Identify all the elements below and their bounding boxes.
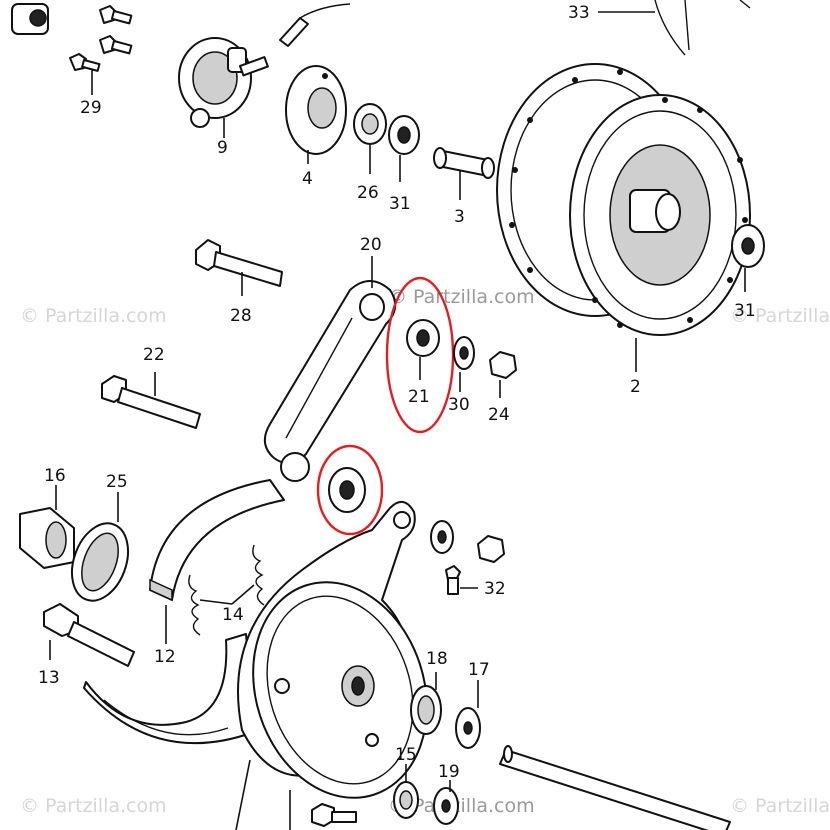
- part-33-spoke-b[interactable]: [684, 0, 690, 51]
- part-33-spoke-c[interactable]: [739, 0, 751, 9]
- part-12-brake-shoe-lower[interactable]: [83, 633, 255, 745]
- callout-32[interactable]: 32: [484, 579, 506, 599]
- callout-13[interactable]: 13: [38, 668, 60, 688]
- callout-15[interactable]: 15: [395, 745, 417, 765]
- part-30-washer[interactable]: [453, 336, 475, 370]
- part-20-torque-link[interactable]: [263, 280, 397, 482]
- callout-26[interactable]: 26: [357, 183, 379, 203]
- part-31-bearing-right[interactable]: [731, 224, 765, 268]
- part-4-retainer[interactable]: [285, 65, 347, 155]
- watermark-right: © Partzilla.com: [730, 305, 830, 327]
- callout-33[interactable]: 33: [568, 3, 590, 23]
- part-screw-mid[interactable]: [99, 35, 133, 55]
- leader-14a: [199, 599, 233, 605]
- part-29-screw[interactable]: [69, 53, 101, 72]
- leader-14b: [231, 584, 255, 605]
- part-nut-right[interactable]: [477, 535, 505, 563]
- part-22-bolt[interactable]: [101, 375, 201, 429]
- callout-20[interactable]: 20: [360, 235, 382, 255]
- callout-9[interactable]: 9: [217, 138, 228, 158]
- callout-30[interactable]: 30: [448, 395, 470, 415]
- part-2-hub[interactable]: [496, 63, 751, 336]
- callout-4[interactable]: 4: [302, 169, 313, 189]
- callout-17[interactable]: 17: [468, 660, 490, 680]
- part-19-collar[interactable]: [433, 787, 459, 825]
- callout-28[interactable]: 28: [230, 306, 252, 326]
- part-18-oil-seal[interactable]: [410, 685, 442, 735]
- callout-18[interactable]: 18: [426, 649, 448, 669]
- part-axle[interactable]: [499, 745, 731, 830]
- part-21-bearing[interactable]: [406, 319, 440, 357]
- callout-31a[interactable]: 31: [389, 194, 411, 214]
- callout-29[interactable]: 29: [80, 98, 102, 118]
- watermark-bottom-left: © Partzilla.com: [20, 795, 167, 817]
- watermark-center: © Partzilla.com: [388, 286, 535, 308]
- part-9-gearbox[interactable]: [178, 37, 269, 128]
- part-25-dust-seal[interactable]: [62, 516, 138, 609]
- callout-21[interactable]: 21: [408, 387, 430, 407]
- part-13-brake-cam[interactable]: [43, 603, 135, 667]
- callout-31b[interactable]: 31: [734, 301, 756, 321]
- part-brake-panel[interactable]: [226, 501, 454, 821]
- highlight-ring-bearing: [316, 444, 384, 536]
- leader-panel: [235, 759, 251, 830]
- part-24-nut[interactable]: [489, 351, 517, 379]
- watermark-left: © Partzilla.com: [20, 305, 167, 327]
- part-17-washer[interactable]: [455, 707, 481, 749]
- part-14-spring-b[interactable]: [252, 544, 265, 606]
- part-14-spring-a[interactable]: [188, 574, 201, 636]
- callout-25[interactable]: 25: [106, 472, 128, 492]
- watermark-bottom-center: © Partzilla.com: [388, 795, 535, 817]
- cable-line: [299, 3, 351, 19]
- part-33-spoke-a[interactable]: [654, 0, 686, 56]
- callout-24[interactable]: 24: [488, 405, 510, 425]
- part-32-grease-nipple[interactable]: [445, 565, 461, 595]
- part-clip-top-left[interactable]: [11, 3, 49, 35]
- part-washer-right[interactable]: [430, 520, 454, 554]
- callout-14[interactable]: 14: [222, 605, 244, 625]
- part-12-brake-shoe-upper[interactable]: [149, 479, 285, 602]
- watermark-bottom-right: © Partzilla.com: [730, 795, 830, 817]
- callout-2[interactable]: 2: [630, 377, 641, 397]
- callout-19[interactable]: 19: [438, 762, 460, 782]
- callout-12[interactable]: 12: [154, 647, 176, 667]
- part-bolt-bottom[interactable]: [311, 803, 357, 827]
- part-3-spacer[interactable]: [433, 147, 495, 179]
- callout-16[interactable]: 16: [44, 466, 66, 486]
- callout-22[interactable]: 22: [143, 345, 165, 365]
- part-16-damper[interactable]: [19, 507, 75, 569]
- part-screw-top[interactable]: [99, 5, 133, 25]
- part-15-seal[interactable]: [393, 781, 419, 819]
- part-cable-end[interactable]: [279, 17, 309, 47]
- part-bearing-highlighted[interactable]: [328, 467, 366, 513]
- callout-3[interactable]: 3: [454, 207, 465, 227]
- part-28-bolt[interactable]: [195, 239, 283, 287]
- highlight-ring-21: [385, 276, 455, 434]
- part-26-oil-seal[interactable]: [353, 103, 387, 145]
- part-31-bearing-top[interactable]: [388, 115, 420, 155]
